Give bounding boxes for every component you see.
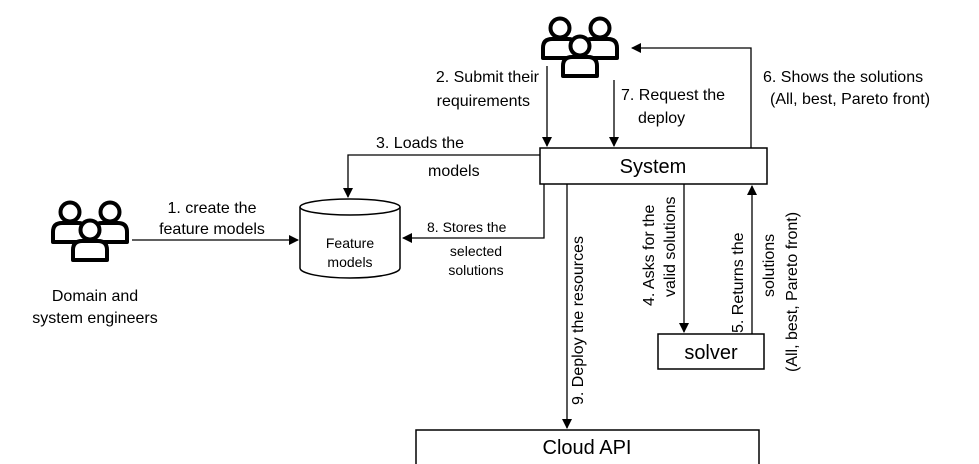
step-3-label-2: models — [428, 163, 480, 180]
engineers-icon — [51, 200, 129, 262]
step-3-label: 3. Loads the — [376, 135, 464, 152]
system-box — [539, 147, 768, 185]
solver-box — [657, 333, 765, 370]
feature-models-database: Feature models — [299, 198, 401, 279]
step-8-label-2: selected — [450, 243, 502, 259]
step-7-label-2: deploy — [638, 110, 685, 127]
step-2-label-2: requirements — [437, 93, 530, 110]
step-1-label-2: feature models — [159, 221, 265, 238]
step-5-label-2: solutions — [761, 234, 778, 297]
engineers-label-2: system engineers — [32, 310, 157, 327]
step-1-label: 1. create the — [168, 200, 257, 217]
step-4-label-2: valid solutions — [662, 197, 679, 298]
user-group-icon — [541, 16, 619, 78]
step-4-label: 4. Asks for the — [641, 205, 658, 306]
cloud-api-label: Cloud API — [543, 437, 632, 459]
step-9-label: 9. Deploy the resources — [570, 236, 587, 405]
cloud-api-box — [415, 429, 760, 464]
step-2-label: 2. Submit their — [436, 69, 540, 86]
step-5-label-3: (All, best, Pareto front) — [784, 212, 801, 372]
arrow-loads-models — [343, 154, 540, 198]
step-5-label: 5. Returns the — [730, 232, 747, 333]
engineers-label: Domain and — [52, 288, 138, 305]
feature-models-label: Feature — [326, 235, 374, 251]
arrow-shows-solutions — [631, 43, 752, 148]
step-8-label: 8. Stores the — [427, 219, 507, 235]
system-label: System — [620, 156, 687, 178]
step-6-label: 6. Shows the solutions — [763, 69, 923, 86]
step-6-label-2: (All, best, Pareto front) — [770, 91, 930, 108]
solver-label: solver — [684, 342, 738, 364]
step-8-label-3: solutions — [448, 262, 503, 278]
feature-models-label-2: models — [327, 254, 372, 270]
arrow-stores-solutions — [402, 184, 545, 243]
step-7-label: 7. Request the — [621, 87, 725, 104]
